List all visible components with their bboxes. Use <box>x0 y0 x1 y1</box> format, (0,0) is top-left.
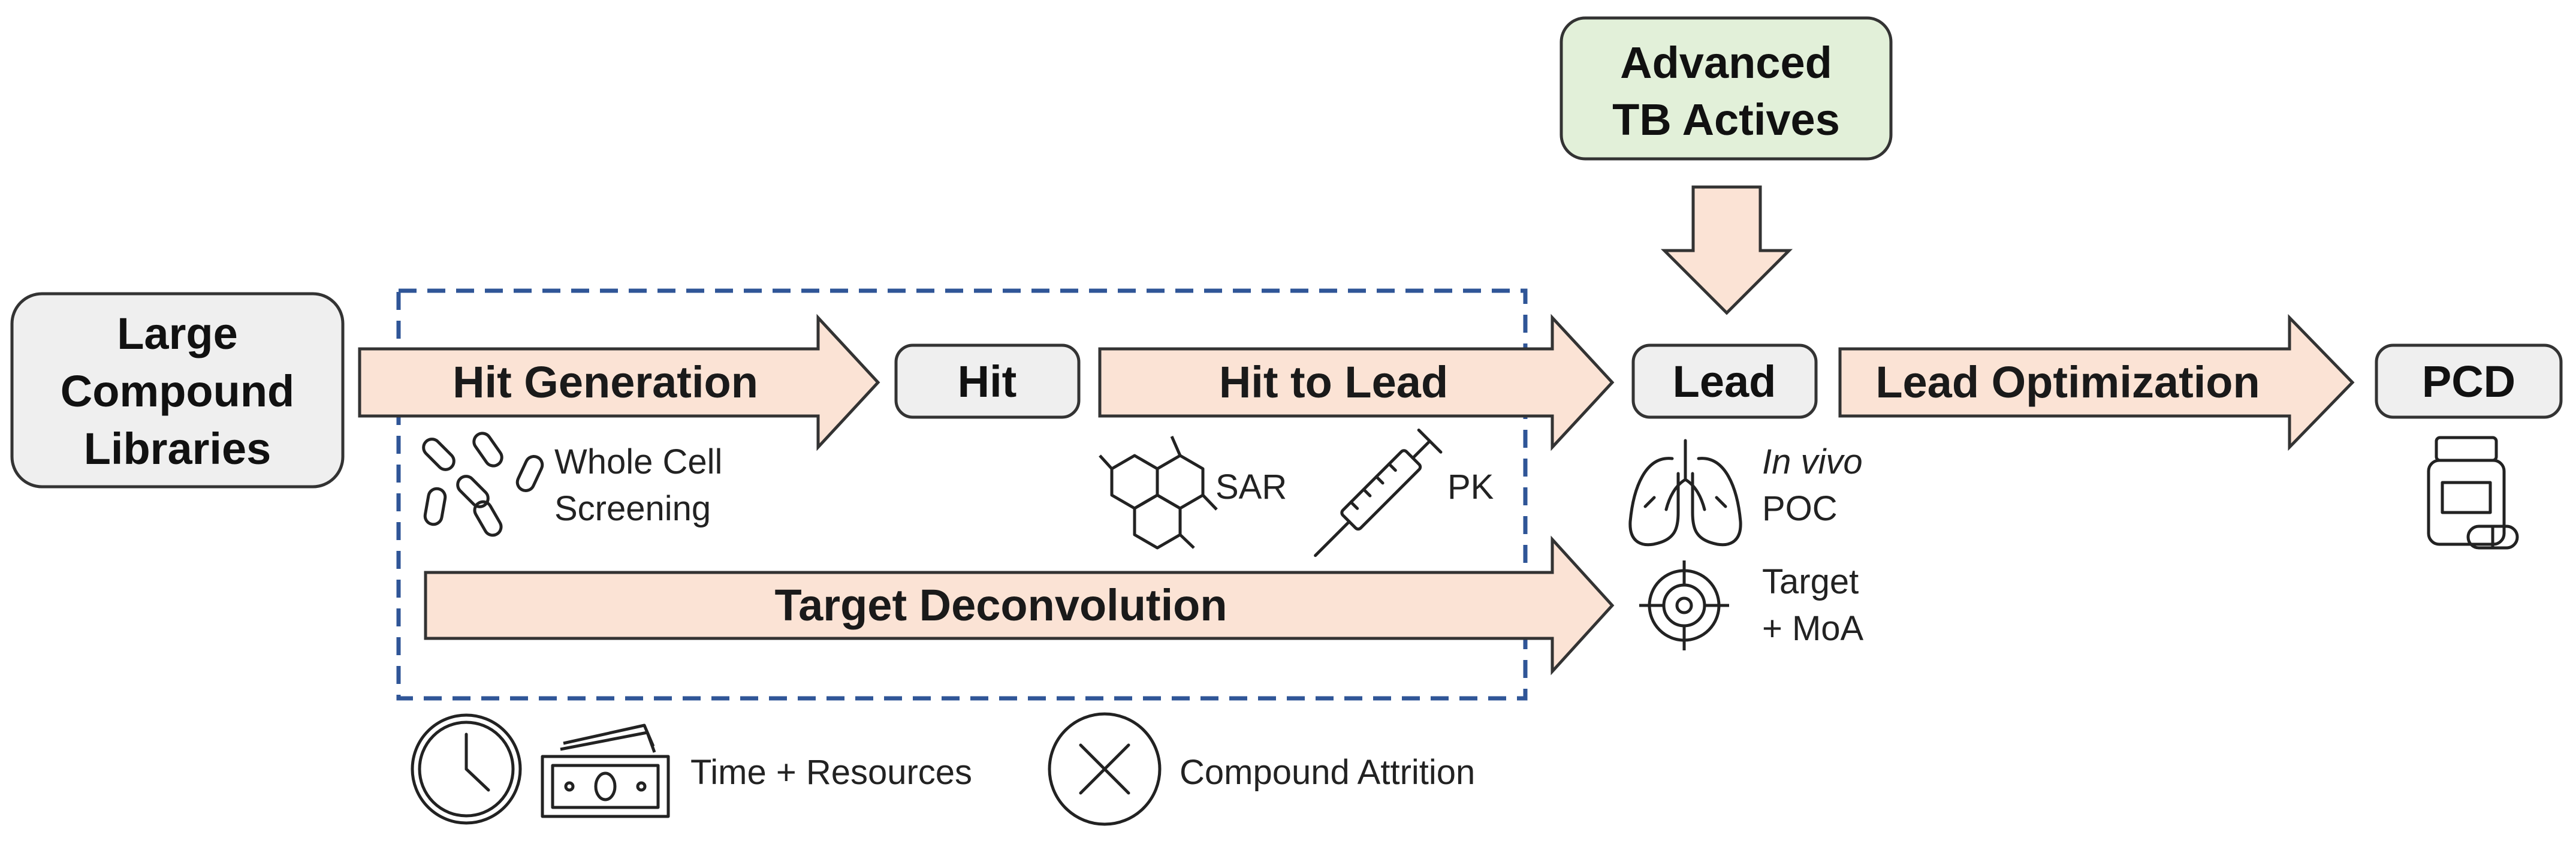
pcd-label: PCD <box>2422 357 2515 406</box>
libraries-line-3: Libraries <box>84 424 272 474</box>
large-compound-libraries-box: Large Compound Libraries <box>10 292 345 489</box>
hit-box: Hit <box>894 343 1081 419</box>
dashed-region-border <box>396 288 1528 701</box>
target-deconvolution-arrow: Target Deconvolution <box>424 535 1615 676</box>
attrition-icon <box>1048 712 1162 826</box>
money-icon <box>541 724 670 818</box>
in-vivo-label: In vivo <box>1762 442 1863 481</box>
moa-label: + MoA <box>1762 609 1864 648</box>
whole-cell-line-1: Whole Cell <box>554 442 722 481</box>
bacteria-icon <box>422 432 544 537</box>
pk-label: PK <box>1447 468 1494 507</box>
pill-bottle-icon <box>2427 436 2519 550</box>
lead-box: Lead <box>1631 343 1818 419</box>
hit-to-lead-label: Hit to Lead <box>1219 357 1448 407</box>
time-resources-label: Time + Resources <box>690 753 972 792</box>
clock-icon <box>411 713 522 825</box>
target-label: Target <box>1762 562 1859 601</box>
advanced-down-arrow <box>1660 185 1793 315</box>
advanced-line-2: TB Actives <box>1612 95 1840 144</box>
hit-generation-label: Hit Generation <box>453 357 758 407</box>
libraries-line-1: Large <box>117 309 238 358</box>
pcd-box: PCD <box>2375 343 2563 419</box>
target-deconvolution-label: Target Deconvolution <box>774 580 1227 630</box>
whole-cell-line-2: Screening <box>554 489 711 528</box>
poc-label: POC <box>1762 489 1838 528</box>
molecule-icon <box>1099 435 1218 550</box>
lead-optimization-arrow: Lead Optimization <box>1838 314 2355 451</box>
hit-label: Hit <box>958 357 1017 406</box>
sar-label: SAR <box>1215 468 1287 507</box>
libraries-line-2: Compound <box>61 366 294 416</box>
advanced-line-1: Advanced <box>1620 38 1832 88</box>
target-icon <box>1639 560 1729 650</box>
hit-generation-arrow: Hit Generation <box>358 314 880 451</box>
advanced-tb-actives-box: Advanced TB Actives <box>1560 16 1893 161</box>
lead-optimization-label: Lead Optimization <box>1875 357 2260 407</box>
syringe-icon <box>1314 428 1443 557</box>
lead-label: Lead <box>1673 357 1776 406</box>
compound-attrition-label: Compound Attrition <box>1180 753 1475 792</box>
hit-to-lead-arrow: Hit to Lead <box>1098 314 1615 451</box>
lungs-icon <box>1628 439 1742 547</box>
